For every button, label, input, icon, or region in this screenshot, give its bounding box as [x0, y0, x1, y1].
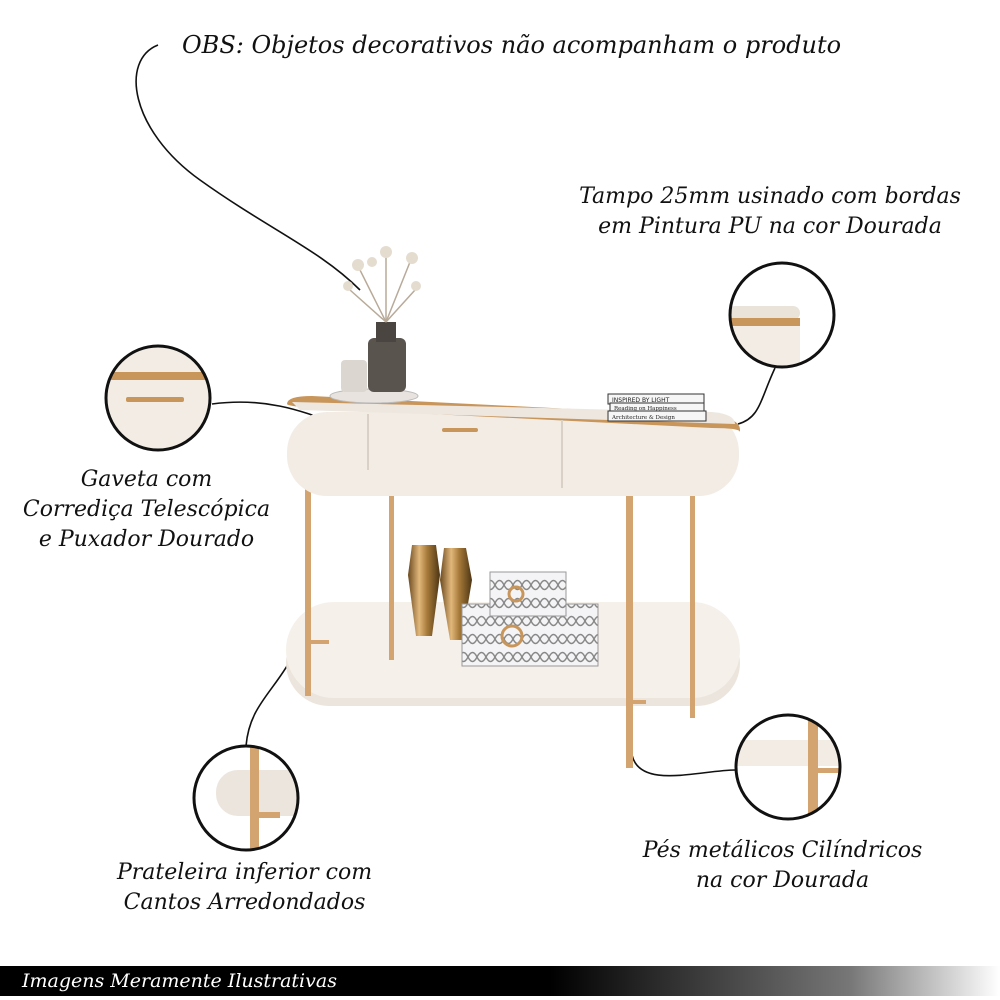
detail-circle-top-edge	[728, 261, 836, 369]
gold-legs	[305, 458, 695, 768]
book-title-3: Architecture & Design	[611, 415, 675, 421]
detail-circle-drawer	[104, 344, 212, 452]
caption-prateleira-line: Prateleira inferior com	[116, 860, 373, 885]
footer-text: Imagens Meramente Ilustrativas	[22, 970, 337, 992]
top-decor: INSPIRED BY LIGHT Reading on Happiness A…	[329, 246, 707, 422]
caption-pes-line: Pés metálicos Cilíndricos	[642, 838, 923, 863]
caption-obs: OBS: Objetos decorativos não acompanham …	[182, 31, 842, 59]
pointer-tampo	[737, 367, 776, 425]
pointer-obs	[135, 44, 361, 291]
caption-pes-line: na cor Dourada	[695, 868, 870, 893]
caption-tampo-line: em Pintura PU na cor Dourada	[598, 214, 942, 239]
pointer-pes	[631, 754, 737, 777]
caption-gaveta: Gaveta com Corrediça Telescópica e Puxad…	[14, 465, 279, 555]
caption-tampo: Tampo 25mm usinado com bordas em Pintura…	[560, 182, 980, 242]
footer-bar: Imagens Meramente Ilustrativas	[0, 966, 1000, 996]
caption-gaveta-line: e Puxador Dourado	[38, 527, 255, 552]
caption-gaveta-line: Corrediça Telescópica	[22, 497, 271, 522]
book-title-1: INSPIRED BY LIGHT	[612, 397, 670, 404]
caption-gaveta-line: Gaveta com	[80, 467, 213, 492]
caption-prateleira: Prateleira inferior com Cantos Arredonda…	[102, 858, 387, 918]
detail-circle-legs	[734, 713, 842, 821]
decorative-boxes	[461, 571, 599, 667]
book-title-2: Reading on Happiness	[614, 406, 677, 412]
caption-prateleira-line: Cantos Arredondados	[123, 890, 366, 915]
caption-tampo-line: Tampo 25mm usinado com bordas	[579, 184, 961, 209]
caption-pes: Pés metálicos Cilíndricos na cor Dourada	[620, 836, 945, 896]
detail-circle-shelf	[192, 744, 300, 852]
